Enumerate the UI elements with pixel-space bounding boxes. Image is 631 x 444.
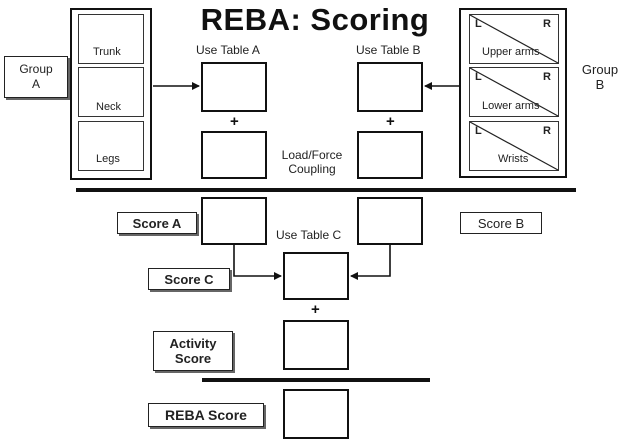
group-a-item-legs: Legs (78, 121, 144, 171)
activity-score-box (283, 320, 349, 370)
wrists-label: Wrists (498, 153, 529, 165)
plus-sign-a: + (230, 113, 239, 130)
legs-label: Legs (96, 153, 120, 165)
group-b-item-upper-arms: L R Upper arms (469, 14, 559, 64)
group-a-label-line2: A (31, 77, 40, 91)
arrow-score-b-to-table-c (350, 245, 391, 280)
wrists-right: R (543, 125, 551, 137)
load-force-line2: Coupling (288, 162, 336, 176)
score-a-label: Score A (117, 212, 197, 234)
use-table-b-label: Use Table B (356, 43, 421, 57)
upper-arms-right: R (543, 18, 551, 30)
group-b-label-line2: B (595, 77, 605, 92)
table-a-score-box (201, 62, 267, 112)
lower-arms-right: R (543, 71, 551, 83)
load-force-label: Load/Force Coupling (276, 148, 348, 176)
load-force-line1: Load/Force (281, 148, 343, 162)
page-title: REBA: Scoring (200, 2, 430, 37)
score-a-box (201, 197, 267, 245)
use-table-a-label: Use Table A (196, 43, 260, 57)
top-divider (76, 188, 576, 192)
plus-sign-b: + (386, 113, 395, 130)
bottom-divider (202, 378, 430, 382)
trunk-label: Trunk (93, 46, 121, 58)
lower-arms-label: Lower arms (482, 100, 540, 112)
table-b-score-box (357, 62, 423, 112)
group-a-item-neck: Neck (78, 67, 144, 117)
plus-sign-c: + (311, 301, 320, 318)
group-a-load-box (201, 131, 267, 179)
score-b-box (357, 197, 423, 245)
group-b-item-lower-arms: L R Lower arms (469, 67, 559, 117)
group-b-label-line1: Group (581, 62, 619, 77)
reba-score-label: REBA Score (148, 403, 264, 427)
score-c-label: Score C (148, 268, 230, 290)
group-a-label-line1: Group (19, 62, 53, 76)
activity-score-label: Activity Score (153, 331, 233, 371)
table-c-score-box (283, 252, 349, 300)
group-b-item-wrists: L R Wrists (469, 121, 559, 171)
score-b-label: Score B (460, 212, 542, 234)
upper-arms-left: L (475, 18, 482, 30)
group-a-item-trunk: Trunk (78, 14, 144, 64)
coupling-box (357, 131, 423, 179)
upper-arms-label: Upper arms (482, 46, 540, 58)
lower-arms-left: L (475, 71, 482, 83)
reba-score-box (283, 389, 349, 439)
use-table-c-label: Use Table C (276, 228, 342, 242)
activity-score-line1: Activity (169, 336, 217, 351)
group-a-label: Group A (4, 56, 68, 98)
group-b-label: Group B (578, 62, 622, 92)
wrists-left: L (475, 125, 482, 137)
neck-label: Neck (96, 101, 122, 113)
activity-score-line2: Score (174, 351, 212, 366)
arrow-score-a-to-table-c (233, 245, 282, 280)
